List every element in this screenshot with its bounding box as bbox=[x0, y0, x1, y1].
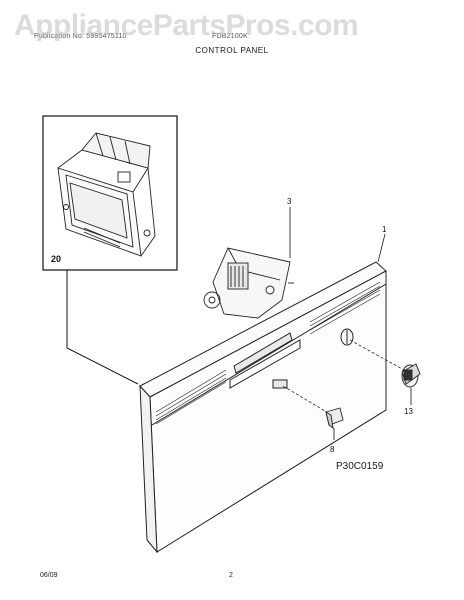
callout-13: 13 bbox=[404, 407, 413, 416]
figure-id: P30C0159 bbox=[336, 461, 384, 472]
callout-20: 20 bbox=[51, 254, 61, 264]
button-drawing bbox=[325, 407, 344, 430]
watermark-logo: AppliancePartsPros.com bbox=[14, 9, 359, 42]
callout-3: 3 bbox=[287, 197, 292, 206]
footer-date: 06/09 bbox=[40, 572, 58, 579]
callout-8: 8 bbox=[330, 445, 335, 454]
dispenser-drawing bbox=[57, 132, 156, 257]
footer-page-number: 2 bbox=[229, 572, 233, 579]
callout-1-leader bbox=[377, 233, 386, 263]
inset-leader-line bbox=[66, 270, 139, 385]
knob-drawing bbox=[401, 363, 421, 388]
callout-1: 1 bbox=[382, 225, 387, 234]
knob-axis-line bbox=[349, 339, 405, 371]
publication-number: Publication No. 5995475110 bbox=[34, 33, 127, 40]
switch-drawing bbox=[203, 247, 294, 319]
section-title: CONTROL PANEL bbox=[195, 46, 269, 55]
button-axis-line bbox=[282, 385, 331, 415]
inset-box: 20 bbox=[42, 115, 178, 271]
control-panel-drawing bbox=[139, 261, 387, 554]
model-number: FDB2100K bbox=[212, 33, 248, 40]
